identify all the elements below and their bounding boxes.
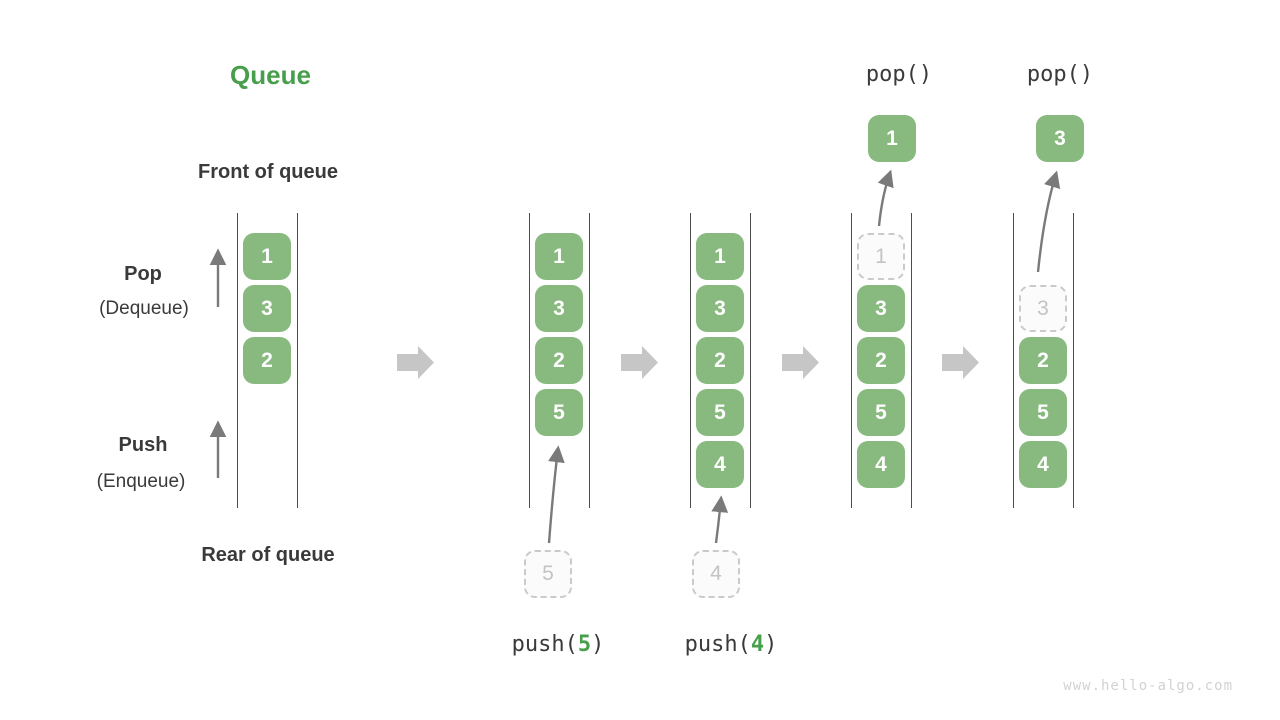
queue-cell: 1 xyxy=(696,233,744,280)
push-operation-label: push(4) xyxy=(685,632,778,658)
push-call-close: ) xyxy=(764,632,778,657)
queue-cell: 2 xyxy=(243,337,291,384)
right-block-arrow-icon xyxy=(942,346,979,379)
queue-cell: 4 xyxy=(857,441,905,488)
right-block-arrow-icon xyxy=(621,346,658,379)
pop-operation-label: pop() xyxy=(1026,62,1094,87)
staged-value-box: 4 xyxy=(692,550,740,598)
queue-cell: 1 xyxy=(535,233,583,280)
push-argument: 5 xyxy=(577,632,592,657)
queue-cell: 3 xyxy=(857,285,905,332)
staged-value-box: 5 xyxy=(524,550,572,598)
queue-cell: 2 xyxy=(1019,337,1067,384)
page-title: Queue xyxy=(230,60,311,90)
queue-cell: 5 xyxy=(857,389,905,436)
queue-cell: 3 xyxy=(696,285,744,332)
popped-value-box: 3 xyxy=(1036,115,1084,162)
queue-cell-dashed: 1 xyxy=(857,233,905,280)
queue-cell: 4 xyxy=(1019,441,1067,488)
push-operation-label: push(5) xyxy=(512,632,605,658)
push-argument: 4 xyxy=(750,632,765,657)
queue-cell: 1 xyxy=(243,233,291,280)
front-of-queue-label: Front of queue xyxy=(198,161,338,183)
dequeue-label: (Dequeue) xyxy=(99,298,189,319)
popped-value-box: 1 xyxy=(868,115,916,162)
queue-cell-dashed: 3 xyxy=(1019,285,1067,332)
push-call-text: push( xyxy=(511,632,578,657)
pop-label: Pop xyxy=(124,263,162,285)
queue-column-after-push-4: 1 3 2 5 4 xyxy=(690,213,751,508)
right-block-arrow-icon xyxy=(782,346,819,379)
queue-cell: 2 xyxy=(696,337,744,384)
watermark: www.hello-algo.com xyxy=(1063,678,1233,694)
rear-of-queue-label: Rear of queue xyxy=(201,544,335,566)
queue-cell: 3 xyxy=(243,285,291,332)
queue-cell: 3 xyxy=(535,285,583,332)
queue-cell: 5 xyxy=(696,389,744,436)
queue-cell: 4 xyxy=(696,441,744,488)
queue-cell: 5 xyxy=(1019,389,1067,436)
queue-column-after-pop-1: 1 3 2 5 4 xyxy=(851,213,912,508)
pop-operation-label: pop() xyxy=(865,62,933,87)
push-call-text: push( xyxy=(684,632,751,657)
push-label: Push xyxy=(118,434,168,456)
push-call-close: ) xyxy=(591,632,605,657)
enqueue-label: (Enqueue) xyxy=(96,471,186,492)
right-block-arrow-icon xyxy=(397,346,434,379)
queue-cell: 2 xyxy=(857,337,905,384)
queue-column-initial: 1 3 2 xyxy=(237,213,298,508)
queue-column-after-push-5: 1 3 2 5 xyxy=(529,213,590,508)
queue-cell: 5 xyxy=(535,389,583,436)
queue-column-after-pop-3: 3 2 5 4 xyxy=(1013,213,1074,508)
queue-cell: 2 xyxy=(535,337,583,384)
